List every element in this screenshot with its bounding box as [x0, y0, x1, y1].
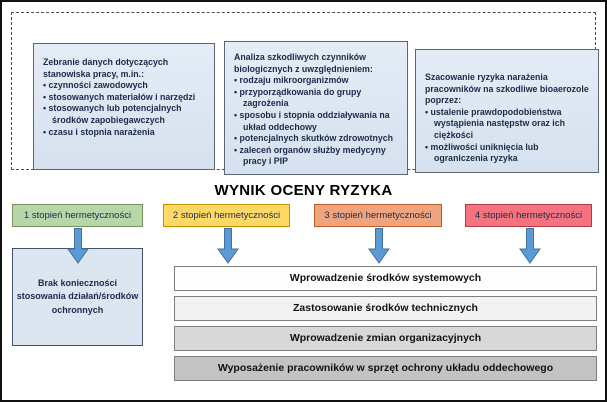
bullet-item: sposobu i stopnia oddziaływania na układ…: [234, 110, 399, 133]
process-box-biological-analysis: Analiza szkodliwych czynników biologiczn…: [224, 41, 408, 175]
bullet-item: stosowanych materiałów i narzędzi: [43, 92, 206, 104]
containment-level-2-box: 2 stopień hermetyczności: [163, 204, 290, 227]
bullet-item: czynności zawodowych: [43, 80, 206, 92]
down-arrow-icon: [217, 228, 239, 264]
down-arrow-icon: [67, 228, 89, 264]
bullet-item: ustalenie prawdopodobieństwa wystąpienia…: [425, 107, 590, 142]
containment-level-1-box: 1 stopień hermetyczności: [12, 204, 143, 227]
no-action-needed-box: Brak konieczności stosowania działań/śro…: [12, 248, 143, 346]
down-arrow-icon: [519, 228, 541, 264]
process-box-risk-estimation: Szacowanie ryzyka narażenia pracowników …: [415, 49, 599, 173]
bullet-item: rodzaju mikroorganizmów: [234, 75, 399, 87]
bullet-item: potencjalnych skutków zdrowotnych: [234, 133, 399, 145]
measure-box-systemic: Wprowadzenie środków systemowych: [174, 266, 597, 291]
bullet-item: stosowanych lub potencjalnych środków za…: [43, 103, 206, 126]
bullet-list: rodzaju mikroorganizmów przyporządkowani…: [234, 75, 399, 168]
process-box-intro: Analiza szkodliwych czynników biologiczn…: [234, 52, 373, 74]
bullet-list: czynności zawodowych stosowanych materia…: [43, 80, 206, 138]
measure-box-respiratory-equipment: Wyposażenie pracowników w sprzęt ochrony…: [174, 356, 597, 381]
measure-box-organizational: Wprowadzenie zmian organizacyjnych: [174, 326, 597, 351]
bullet-item: zaleceń organów służby medycyny pracy i …: [234, 145, 399, 168]
bullet-item: możliwości uniknięcia lub ograniczenia r…: [425, 142, 590, 165]
process-box-data-collection: Zebranie danych dotyczących stanowiska p…: [33, 43, 215, 170]
process-box-intro: Zebranie danych dotyczących stanowiska p…: [43, 57, 169, 79]
containment-level-3-box: 3 stopień hermetyczności: [314, 204, 442, 227]
process-box-intro: Szacowanie ryzyka narażenia pracowników …: [425, 72, 589, 106]
bullet-item: przyporządkowania do grupy zagrożenia: [234, 87, 399, 110]
bullet-item: czasu i stopnia narażenia: [43, 127, 206, 139]
assessment-steps-group: Zebranie danych dotyczących stanowiska p…: [11, 12, 599, 175]
measure-box-technical: Zastosowanie środków technicznych: [174, 296, 597, 321]
result-title: WYNIK OCENY RYZYKA: [214, 182, 393, 199]
containment-level-4-box: 4 stopień hermetyczności: [465, 204, 592, 227]
down-arrow-icon: [368, 228, 390, 264]
bullet-list: ustalenie prawdopodobieństwa wystąpienia…: [425, 107, 590, 165]
